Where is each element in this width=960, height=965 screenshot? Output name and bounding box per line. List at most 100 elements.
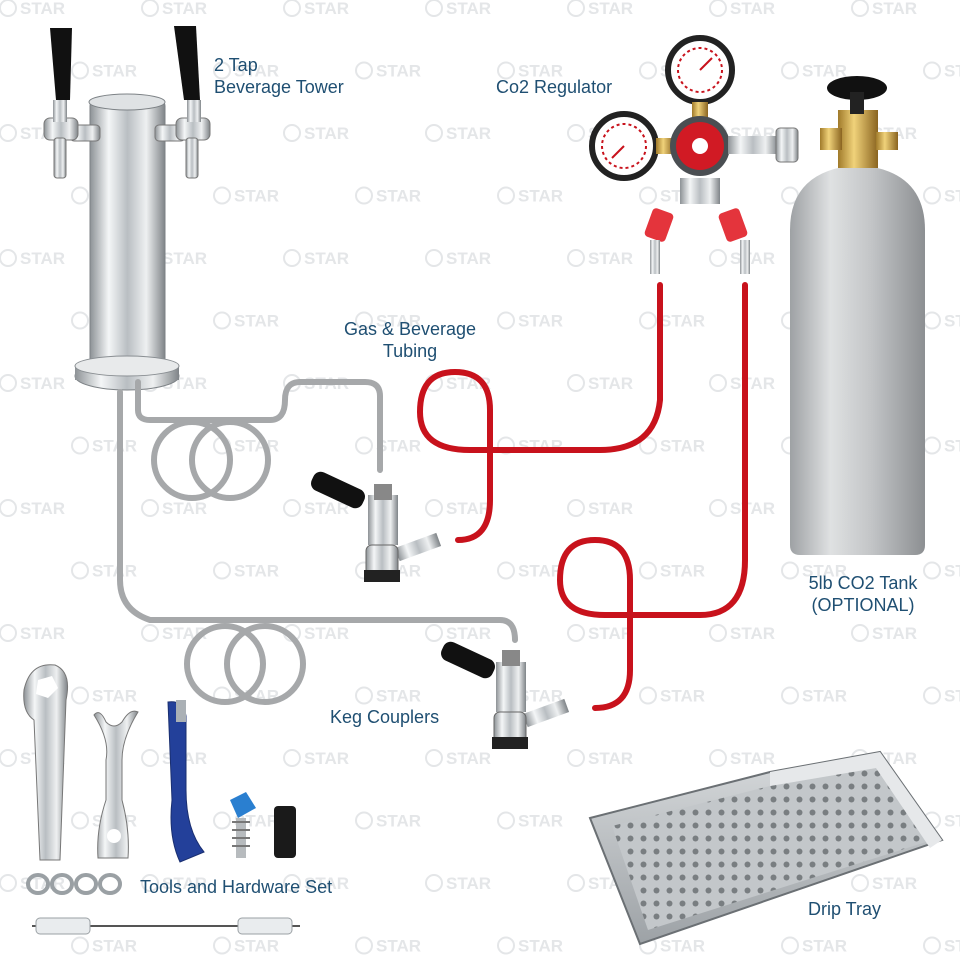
svg-text:STAR: STAR: [518, 312, 563, 331]
watermark-star-logo: STAR: [639, 311, 705, 331]
label-tools-hardware: Tools and Hardware Set: [140, 877, 333, 897]
watermark-star-logo: STAR: [283, 0, 349, 18]
svg-text:STAR: STAR: [660, 937, 705, 956]
watermark-star-logo: STAR: [923, 436, 960, 456]
svg-text:STAR: STAR: [376, 312, 421, 331]
regulator-shutoff-valves: [644, 208, 750, 274]
watermark-star-logo: STAR: [425, 624, 491, 643]
svg-text:STAR: STAR: [376, 937, 421, 956]
svg-text:STAR: STAR: [730, 624, 775, 643]
label-drip-tray: Drip Tray: [808, 899, 882, 919]
label-co2-regulator: Co2 Regulator: [496, 77, 613, 97]
watermark-star-logo: STAR: [781, 561, 847, 581]
svg-text:STAR: STAR: [234, 62, 279, 81]
svg-text:STAR: STAR: [588, 749, 633, 768]
watermark-star-logo: STAR: [0, 249, 65, 268]
line-cleaning-brush: [32, 917, 300, 935]
svg-text:STAR: STAR: [376, 687, 421, 706]
watermark-star-logo: STAR: [213, 61, 279, 81]
svg-text:STAR: STAR: [660, 312, 705, 331]
watermark-star-logo: STAR: [567, 249, 633, 268]
co2-tank: [790, 76, 925, 555]
co2-regulator: [589, 35, 799, 274]
svg-text:STAR: STAR: [446, 124, 491, 143]
svg-text:STAR: STAR: [234, 437, 279, 456]
hose-clamps: [26, 873, 122, 895]
watermark-star-logo: STAR: [213, 936, 279, 956]
watermark-star-logo: STAR: [0, 499, 65, 518]
blue-coupler-wrench: [167, 700, 205, 863]
watermark-star-logo: STAR: [0, 624, 65, 643]
watermark-star-logo: STAR: [923, 186, 960, 206]
label-tubing-line2: Tubing: [382, 341, 438, 361]
watermark-star-logo: STAR: [425, 749, 491, 768]
label-tubing-line1: Gas & Beverage: [343, 319, 477, 339]
svg-text:STAR: STAR: [304, 499, 349, 518]
label-tubing: Gas & Beverage Tubing: [320, 318, 500, 362]
svg-text:STAR: STAR: [518, 937, 563, 956]
svg-text:STAR: STAR: [944, 687, 960, 706]
svg-text:STAR: STAR: [730, 249, 775, 268]
faucet-brush: [230, 792, 256, 858]
svg-text:STAR: STAR: [304, 624, 349, 643]
watermark-star-logo: STAR: [355, 311, 421, 331]
faucet-wrench: [23, 664, 69, 861]
svg-text:STAR: STAR: [162, 499, 207, 518]
beverage-tower: [74, 93, 180, 391]
svg-text:STAR: STAR: [588, 0, 633, 18]
svg-text:STAR: STAR: [944, 812, 960, 831]
watermark-star-logo: STAR: [71, 561, 137, 581]
watermark-star-logo: STAR: [141, 0, 207, 18]
svg-text:STAR: STAR: [802, 62, 847, 81]
watermark-star-logo: STAR: [709, 749, 775, 768]
watermark-star-logo: STAR: [781, 61, 847, 81]
watermark-star-logo: STAR: [71, 686, 137, 706]
keg-coupler-upper: [311, 471, 442, 582]
svg-text:STAR: STAR: [660, 562, 705, 581]
svg-text:STAR: STAR: [446, 0, 491, 18]
watermark-star-logo: STAR: [0, 374, 65, 393]
tools-set: [23, 664, 300, 935]
watermark-star-logo: STAR: [355, 686, 421, 706]
watermark-star-logo: STAR: [709, 0, 775, 18]
watermark-star-logo: STAR: [781, 686, 847, 706]
watermark-star-logo: STAR: [355, 936, 421, 956]
tap-faucet-left: [43, 100, 101, 179]
tap-handle-left: [50, 28, 72, 100]
svg-text:STAR: STAR: [730, 499, 775, 518]
svg-text:STAR: STAR: [162, 249, 207, 268]
svg-text:STAR: STAR: [944, 437, 960, 456]
svg-text:STAR: STAR: [162, 874, 207, 893]
svg-text:STAR: STAR: [588, 499, 633, 518]
svg-text:STAR: STAR: [446, 749, 491, 768]
svg-text:STAR: STAR: [944, 62, 960, 81]
watermark-star-logo: STAR: [355, 811, 421, 831]
svg-text:STAR: STAR: [92, 687, 137, 706]
watermark-star-logo: STAR: [0, 0, 65, 18]
watermark-star-logo: STAR: [923, 936, 960, 956]
watermark-star-logo: STAR: [71, 936, 137, 956]
label-co2-tank-line1: 5lb CO2 Tank: [808, 573, 918, 593]
svg-text:STAR: STAR: [802, 562, 847, 581]
svg-text:STAR: STAR: [304, 749, 349, 768]
watermark-star-logo: STAR: [497, 936, 563, 956]
svg-text:STAR: STAR: [660, 437, 705, 456]
watermark-star-logo: STAR: [709, 499, 775, 518]
svg-text:STAR: STAR: [234, 187, 279, 206]
watermark-star-logo: STAR: [71, 436, 137, 456]
watermark-star-logo: STAR: [923, 686, 960, 706]
watermark-star-logo: STAR: [567, 624, 633, 643]
watermark-star-logo: STAR: [497, 561, 563, 581]
watermark-star-logo: STAR: [355, 61, 421, 81]
watermark-star-logo: STAR: [283, 749, 349, 768]
watermark-star-logo: STAR: [283, 124, 349, 143]
svg-text:STAR: STAR: [20, 499, 65, 518]
watermark-star-logo: STAR: [213, 186, 279, 206]
watermark-star-logo: STAR: [283, 249, 349, 268]
watermark-star-logo: STAR: [851, 874, 917, 893]
watermark-star-logo: STAR: [497, 311, 563, 331]
watermark-star-logo: STAR: [355, 436, 421, 456]
svg-text:STAR: STAR: [588, 374, 633, 393]
svg-text:STAR: STAR: [944, 312, 960, 331]
